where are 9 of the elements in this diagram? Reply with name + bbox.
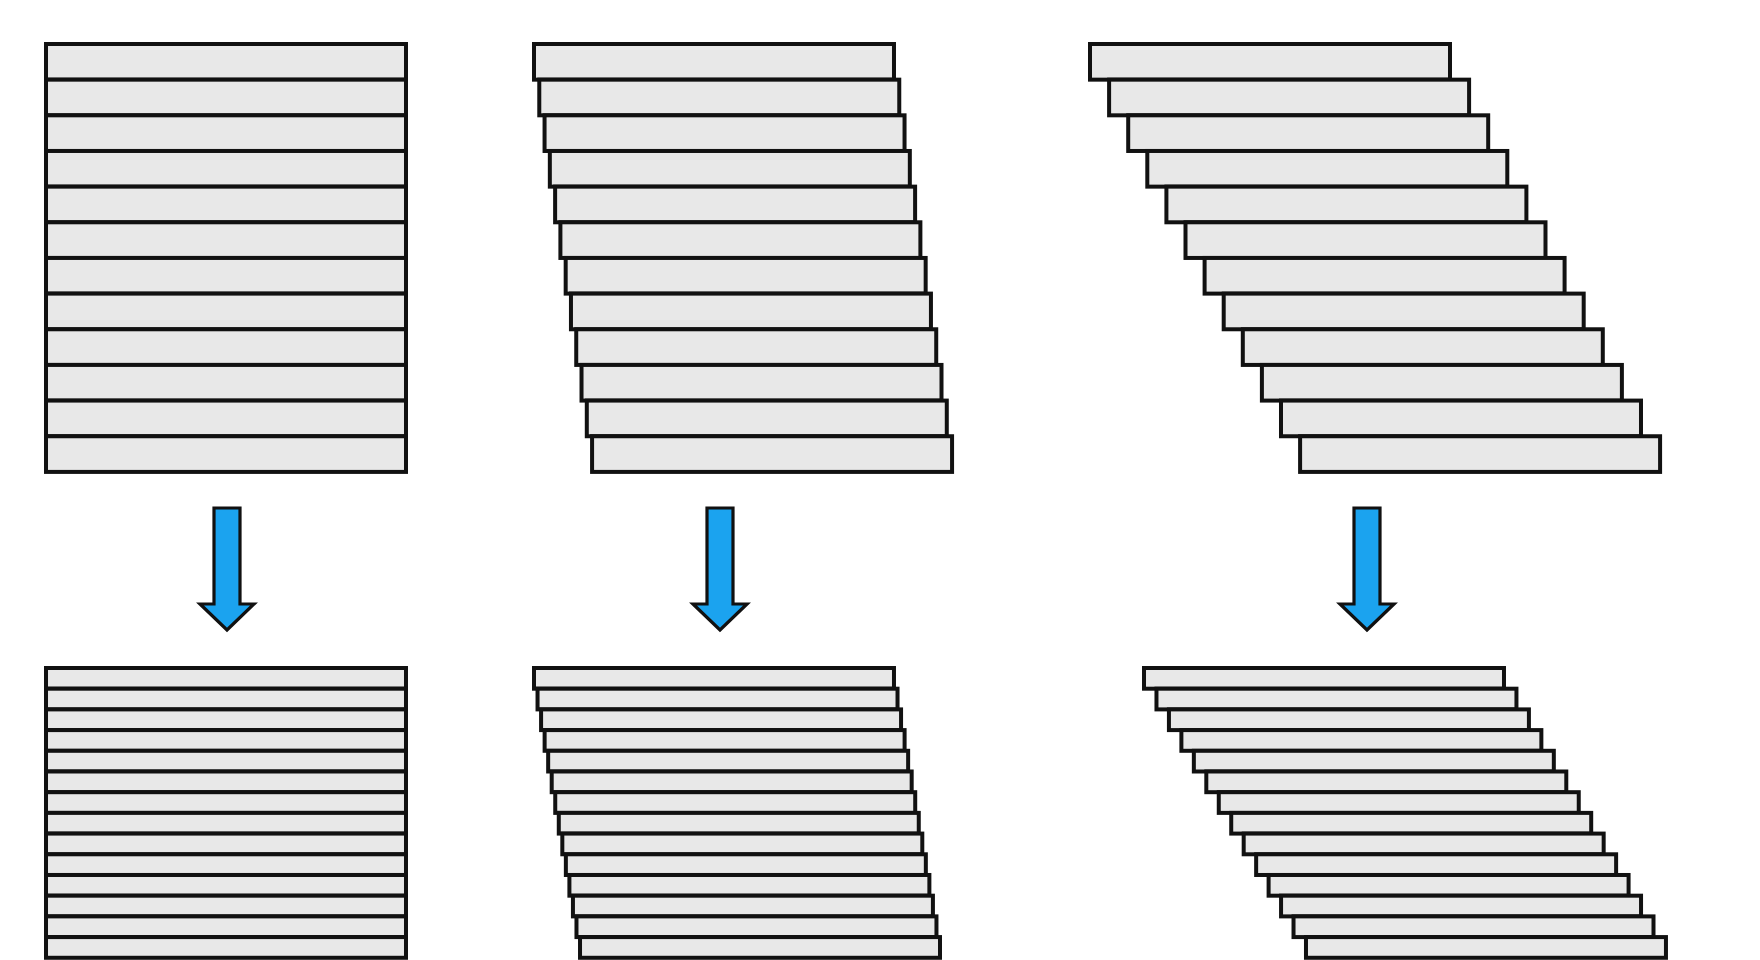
slab-stack-drawing (532, 666, 942, 960)
down-arrow (689, 506, 751, 633)
slab-stack-drawing (44, 42, 408, 474)
slab-stack-drawing (1142, 666, 1668, 960)
slab-stack-drawing (44, 666, 408, 960)
slab-stack-drawing (532, 42, 955, 474)
slab-stack-drawing (1088, 42, 1663, 474)
down-arrow (1336, 506, 1398, 633)
down-arrow (196, 506, 258, 633)
